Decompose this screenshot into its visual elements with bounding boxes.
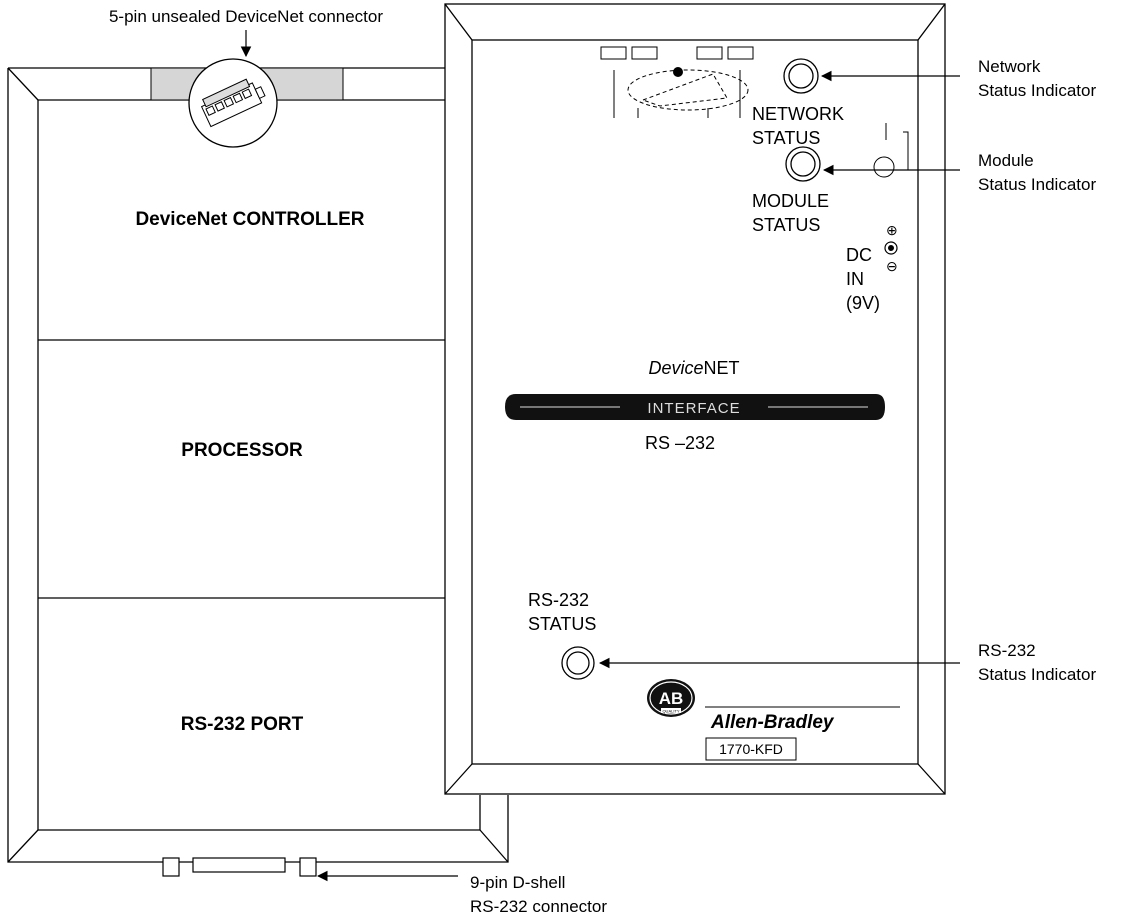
callout-dshell-2: RS-232 connector bbox=[470, 897, 607, 916]
callout-network-2: Status Indicator bbox=[978, 81, 1096, 100]
block-controller-label: DeviceNet CONTROLLER bbox=[135, 209, 364, 230]
ab-logo: AB QUALITY bbox=[647, 679, 695, 717]
model-box bbox=[705, 737, 797, 761]
brand-devicenet: DeviceNET bbox=[648, 358, 739, 378]
dc-minus-icon: ⊖ bbox=[886, 258, 898, 274]
rotary-switch-area bbox=[600, 46, 754, 118]
svg-text:AB: AB bbox=[659, 689, 684, 708]
devicenet-connector bbox=[188, 58, 278, 148]
dc-jack-icon bbox=[884, 241, 898, 255]
dc-in-text-1: DC bbox=[846, 245, 872, 265]
block-processor-label: PROCESSOR bbox=[181, 440, 303, 461]
network-status-text-1: NETWORK bbox=[752, 104, 844, 124]
callout-rs232-1: RS-232 bbox=[978, 641, 1036, 660]
module-status-text-1: MODULE bbox=[752, 191, 829, 211]
housing-side-view bbox=[7, 67, 509, 863]
network-status-led bbox=[783, 58, 819, 94]
callout-connector: 5-pin unsealed DeviceNet connector bbox=[109, 7, 383, 26]
callout-rs232-2: Status Indicator bbox=[978, 665, 1096, 684]
dshell-connector bbox=[162, 857, 317, 877]
callout-network-1: Network bbox=[978, 57, 1041, 76]
module-status-text-2: STATUS bbox=[752, 215, 820, 235]
callout-module-1: Module bbox=[978, 151, 1034, 170]
svg-text:QUALITY: QUALITY bbox=[662, 709, 679, 714]
rs232-status-led bbox=[561, 646, 595, 680]
module-status-led bbox=[785, 146, 821, 182]
network-status-text-2: STATUS bbox=[752, 128, 820, 148]
interface-bar: INTERFACE bbox=[505, 394, 885, 420]
model-number: 1770-KFD bbox=[719, 741, 783, 757]
rs232-subtitle: RS –232 bbox=[645, 433, 715, 453]
dc-in-text-3: (9V) bbox=[846, 293, 880, 313]
block-port-label: RS-232 PORT bbox=[181, 714, 304, 735]
rs232-status-text-2: STATUS bbox=[528, 614, 596, 634]
interface-label: INTERFACE bbox=[647, 400, 740, 417]
module-side-element bbox=[873, 123, 909, 178]
rs232-status-text-1: RS-232 bbox=[528, 590, 589, 610]
dc-in-text-2: IN bbox=[846, 269, 864, 289]
maker-name: Allen-Bradley bbox=[710, 712, 835, 733]
callout-module-2: Status Indicator bbox=[978, 175, 1096, 194]
dc-plus-icon: ⊕ bbox=[886, 222, 898, 238]
callout-dshell-1: 9-pin D-shell bbox=[470, 873, 565, 892]
